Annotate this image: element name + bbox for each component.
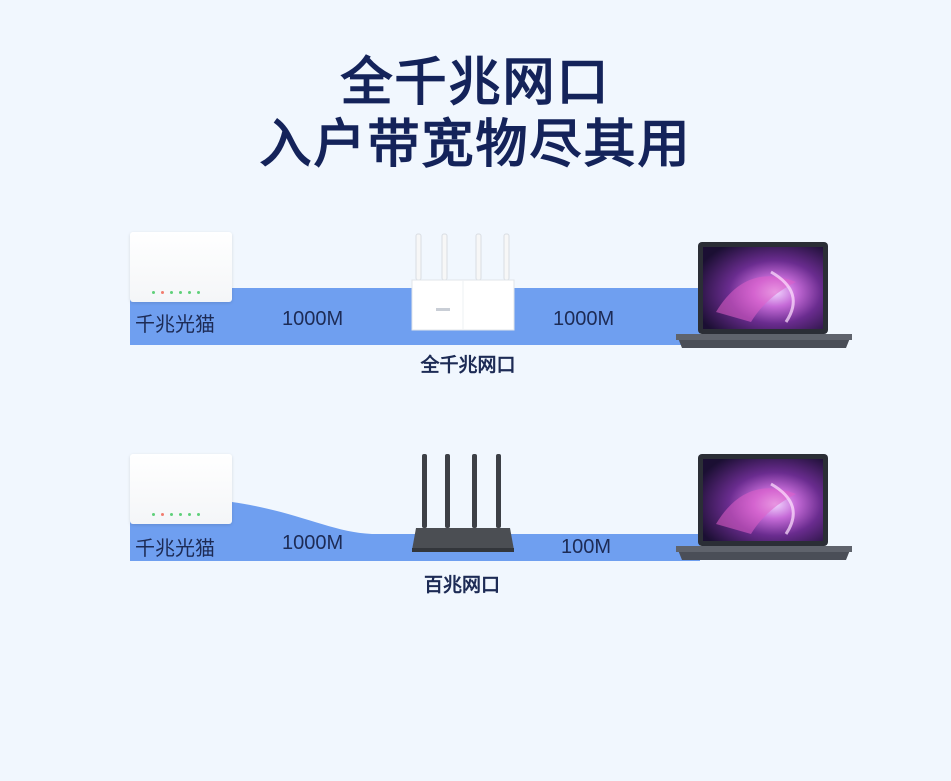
modem-led-icons xyxy=(152,291,200,294)
left-speed-label: 1000M xyxy=(282,308,344,330)
laptop-icon xyxy=(676,242,852,348)
router-caption: 全千兆网口 xyxy=(420,354,516,376)
modem-led-icons xyxy=(152,513,200,516)
dark-router-icon xyxy=(412,454,514,552)
laptop-icon xyxy=(676,454,852,560)
bandwidth-band xyxy=(130,502,700,561)
router-caption: 百兆网口 xyxy=(423,574,500,596)
headline-line-2: 入户带宽物尽其用 xyxy=(259,115,692,175)
headline: 全千兆网口 入户带宽物尽其用 xyxy=(0,52,951,176)
gigabit-modem xyxy=(130,232,232,302)
modem-label: 千兆光猫 xyxy=(135,314,215,336)
gigabit-modem xyxy=(130,454,232,524)
right-speed-label: 100M xyxy=(561,536,612,558)
left-speed-label: 1000M xyxy=(282,532,344,554)
gigabit-comparison-row: 千兆光猫 1000M 1000M 全千兆网口 xyxy=(0,220,951,410)
right-speed-label: 1000M xyxy=(553,308,615,330)
fast-ethernet-comparison-row: 千兆光猫 1000M 100M 百兆网口 xyxy=(0,440,951,630)
white-router-icon xyxy=(411,233,515,331)
headline-line-1: 全千兆网口 xyxy=(340,53,611,113)
modem-label: 千兆光猫 xyxy=(135,538,215,560)
